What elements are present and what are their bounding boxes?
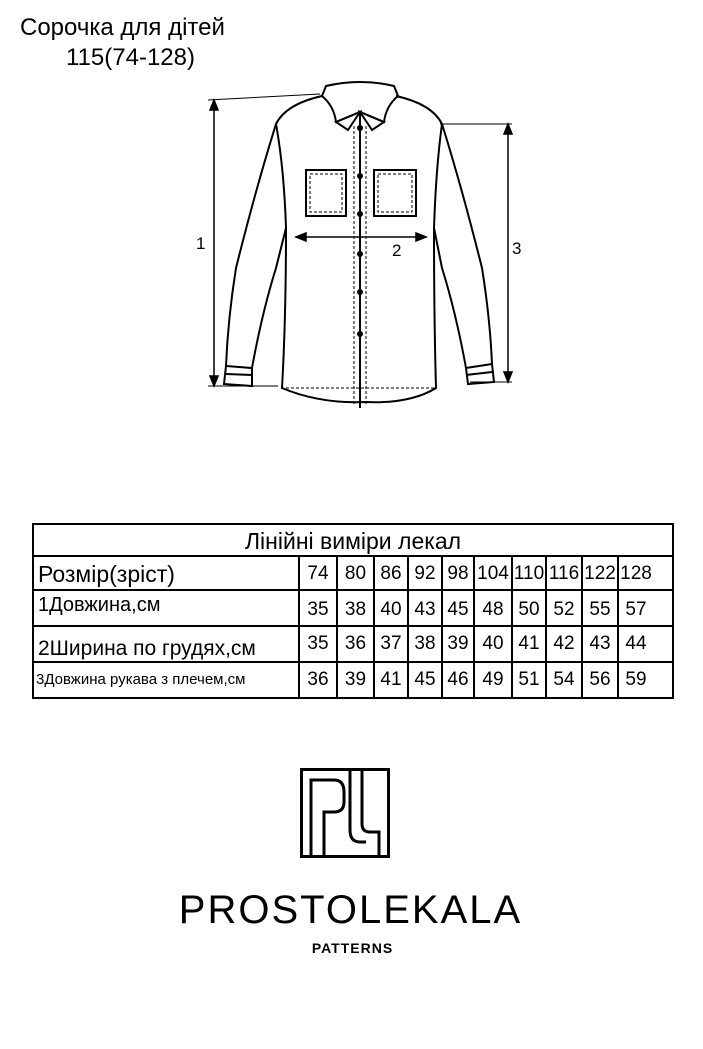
table-cell: 116 bbox=[547, 557, 583, 589]
brand-name: PROSTOLEKALA bbox=[178, 888, 523, 932]
table-cell: 98 bbox=[443, 557, 475, 589]
table-cell: 74 bbox=[300, 557, 338, 589]
row-label: Розмір(зріст) bbox=[34, 557, 300, 589]
table-cell: 43 bbox=[583, 627, 619, 661]
table-cell: 56 bbox=[583, 663, 619, 697]
table-cell: 54 bbox=[547, 663, 583, 697]
table-cell: 45 bbox=[409, 663, 443, 697]
sleeve-arrow bbox=[502, 121, 514, 385]
table-cell: 35 bbox=[300, 591, 338, 625]
brand-tagline: PATTERNS bbox=[311, 940, 394, 956]
table-cell: 80 bbox=[338, 557, 375, 589]
table-cell: 128 bbox=[620, 563, 652, 584]
table-cell: 36 bbox=[300, 663, 338, 697]
table-cell: 44 bbox=[625, 633, 647, 654]
buttons bbox=[357, 125, 363, 337]
label-chest: 2 bbox=[392, 241, 401, 260]
table-cell: 50 bbox=[513, 591, 547, 625]
row-label: 1Довжина,см bbox=[34, 591, 300, 625]
table-cell: 45 bbox=[443, 591, 475, 625]
table-cell: 39 bbox=[443, 627, 475, 661]
table-cell: 92 bbox=[409, 557, 443, 589]
shirt-drawing: 1 2 3 bbox=[196, 81, 521, 408]
table-cell: 110 bbox=[513, 557, 547, 589]
row-label: 2Ширина по грудях,см bbox=[34, 627, 300, 661]
table-cell: 55 bbox=[583, 591, 619, 625]
table-cell: 48 bbox=[475, 591, 513, 625]
size-range: 115(74-128) bbox=[66, 44, 195, 71]
table-cell: 57 bbox=[625, 599, 647, 620]
label-length: 1 bbox=[196, 234, 205, 253]
table-cell: 41 bbox=[375, 663, 409, 697]
table-cell: 36 bbox=[338, 627, 375, 661]
table-cell: 38 bbox=[409, 627, 443, 661]
row-label: 3Довжина рукава з плечем,см bbox=[34, 663, 300, 697]
table-cell: 122 bbox=[583, 557, 619, 589]
table-cell: 37 bbox=[375, 627, 409, 661]
table-cell: 41 bbox=[513, 627, 547, 661]
table-cell: 49 bbox=[475, 663, 513, 697]
table-cell: 46 bbox=[443, 663, 475, 697]
table-cell: 42 bbox=[547, 627, 583, 661]
page-title: Сорочка для дітей bbox=[20, 14, 225, 41]
table-cell: 35 bbox=[300, 627, 338, 661]
table-cell: 104 bbox=[475, 557, 513, 589]
label-sleeve: 3 bbox=[512, 239, 521, 258]
table-cell: 40 bbox=[375, 591, 409, 625]
table-cell: 40 bbox=[475, 627, 513, 661]
table-cell: 52 bbox=[547, 591, 583, 625]
table-cell: 51 bbox=[513, 663, 547, 697]
table-cell: 39 bbox=[338, 663, 375, 697]
pl-monogram-icon bbox=[300, 768, 390, 858]
table-cell: 86 bbox=[375, 557, 409, 589]
table-cell: 38 bbox=[338, 591, 375, 625]
table-caption: Лінійні виміри лекал bbox=[34, 525, 672, 557]
table-cell: 43 bbox=[409, 591, 443, 625]
length-arrow bbox=[208, 97, 220, 389]
table-cell: 59 bbox=[625, 669, 647, 690]
